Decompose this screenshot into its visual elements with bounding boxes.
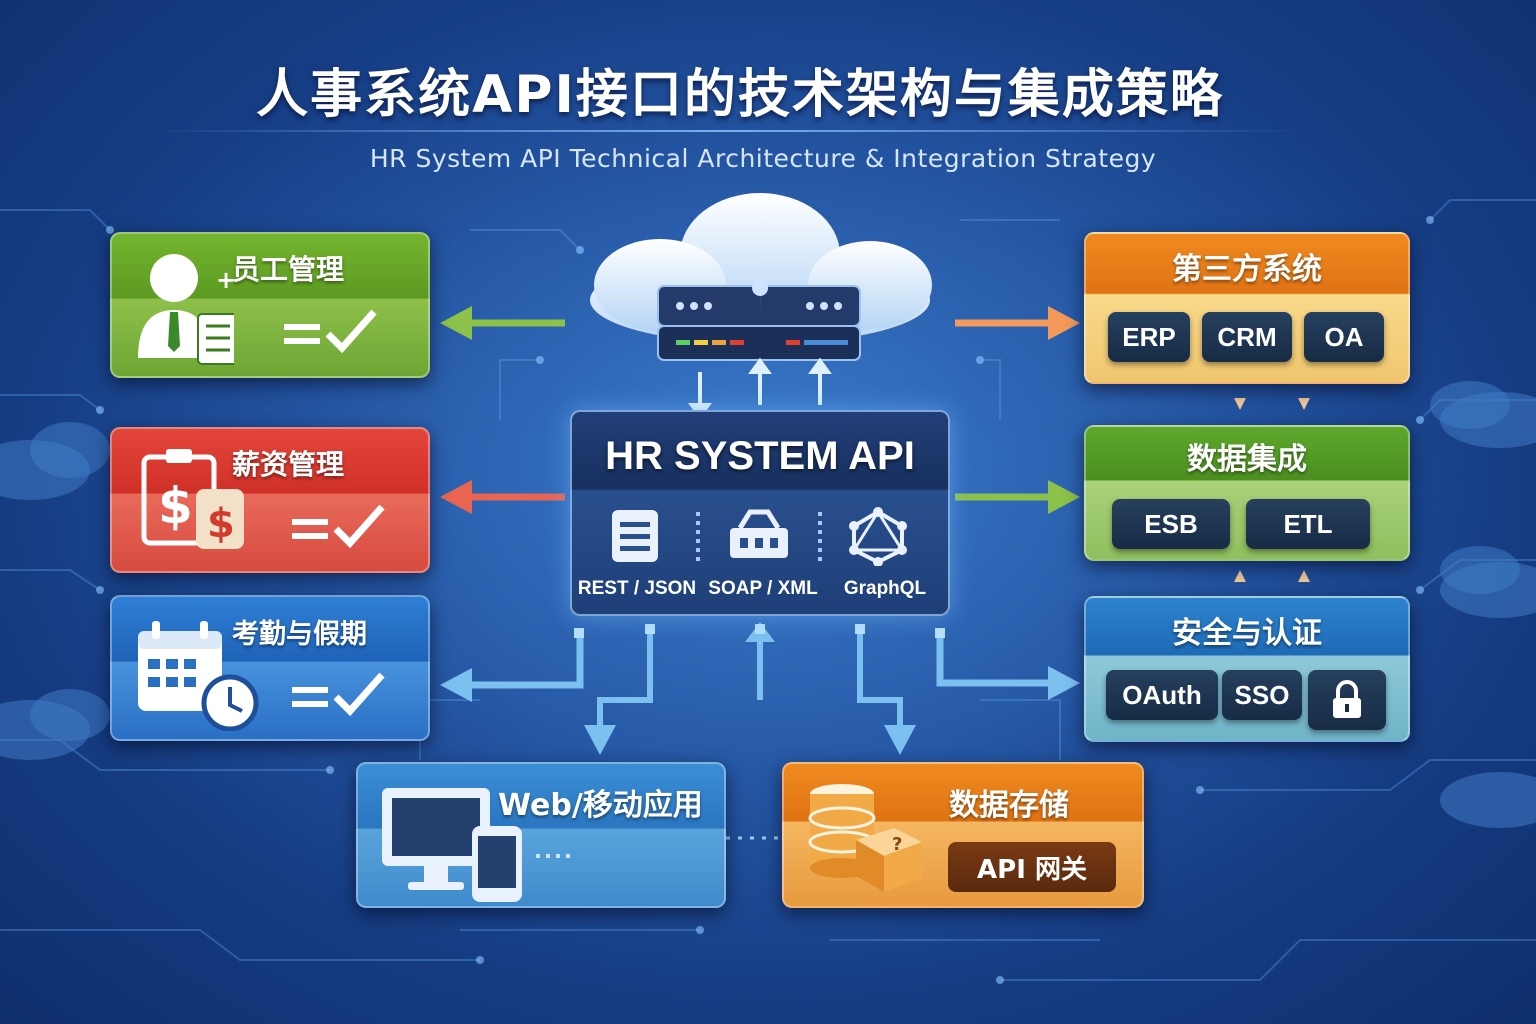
api-title: HR SYSTEM API <box>605 434 915 478</box>
protocol-graphql: GraphQL <box>843 578 927 599</box>
api-bottom-studs <box>574 624 945 638</box>
arrow-to-web <box>584 630 653 755</box>
protocol-separator <box>818 512 822 562</box>
data-integration-card[interactable]: 数据集成 ESB ETL <box>1084 425 1410 561</box>
third-party-card-label: 第三方系统 <box>1172 252 1322 287</box>
protocol-soap: SOAP / XML <box>708 578 818 599</box>
checklist-icon <box>292 504 385 549</box>
employee-management-card[interactable]: + 员工管理 <box>110 232 430 378</box>
basket-icon <box>730 509 788 558</box>
payroll-card-label: 薪资管理 <box>232 448 345 481</box>
devices-icon <box>382 788 522 902</box>
svg-text:$: $ <box>158 477 193 535</box>
hr-system-api-box[interactable]: HR SYSTEM API REST / JSON SOAP / XML Gra… <box>570 410 950 616</box>
cloud-api-arrows <box>688 357 832 420</box>
server-icon <box>657 280 861 361</box>
arrow-to-attendance <box>440 630 584 702</box>
arrow-to-third-party <box>955 306 1080 340</box>
page-title: 人事系统API接口的技术架构与集成策略 <box>256 65 1224 125</box>
arrow-to-security <box>936 630 1080 700</box>
svg-text:$: $ <box>207 501 235 547</box>
crm-pill[interactable]: CRM <box>1202 312 1292 362</box>
sso-pill[interactable]: SSO <box>1222 670 1302 720</box>
oa-pill[interactable]: OA <box>1304 312 1384 362</box>
lock-button[interactable] <box>1308 670 1386 730</box>
attendance-leave-card[interactable]: 考勤与假期 <box>110 595 430 741</box>
calendar-clock-icon <box>138 621 259 731</box>
database-icon: ? <box>808 784 922 892</box>
data-storage-card[interactable]: ? 数据存储 API 网关 <box>782 762 1144 908</box>
api-gateway-badge[interactable]: API 网关 <box>948 842 1116 892</box>
security-card-label: 安全与认证 <box>1172 616 1322 651</box>
protocol-rest: REST / JSON <box>577 578 697 599</box>
erp-pill[interactable]: ERP <box>1108 312 1190 362</box>
web-mobile-apps-card[interactable]: Web/移动应用 <box>356 762 726 908</box>
oauth-pill[interactable]: OAuth <box>1106 670 1218 720</box>
graphql-icon <box>849 507 907 566</box>
third-party-systems-card[interactable]: 第三方系统 ERP CRM OA <box>1084 232 1410 384</box>
security-auth-card[interactable]: 安全与认证 OAuth SSO <box>1084 596 1410 742</box>
checklist-icon <box>284 309 377 354</box>
payroll-management-card[interactable]: $ $ 薪资管理 <box>110 427 430 573</box>
lock-icon <box>1333 680 1361 718</box>
checklist-icon <box>292 672 385 717</box>
dotted-decoration <box>536 854 576 858</box>
page-subtitle: HR System API Technical Architecture & I… <box>369 144 1157 173</box>
payroll-icon: $ $ <box>141 449 244 549</box>
storage-card-label: 数据存储 <box>949 788 1069 823</box>
document-icon <box>612 510 658 562</box>
protocol-separator <box>696 512 700 562</box>
integration-card-label: 数据集成 <box>1187 442 1307 477</box>
arrow-to-payroll <box>440 480 565 514</box>
esb-pill[interactable]: ESB <box>1112 499 1230 549</box>
employee-card-label: 员工管理 <box>232 253 345 286</box>
svg-text:+: + <box>216 266 234 294</box>
title-divider <box>145 130 1305 132</box>
right-card-links <box>1234 398 1310 582</box>
arrow-to-storage <box>857 632 916 755</box>
employee-icon: + <box>138 254 234 365</box>
arrow-to-employee <box>440 306 565 340</box>
attendance-card-label: 考勤与假期 <box>232 618 367 650</box>
arrow-to-integration <box>955 480 1080 514</box>
web-card-label: Web/移动应用 <box>498 788 703 823</box>
svg-text:?: ? <box>892 834 902 855</box>
etl-pill[interactable]: ETL <box>1246 499 1370 549</box>
